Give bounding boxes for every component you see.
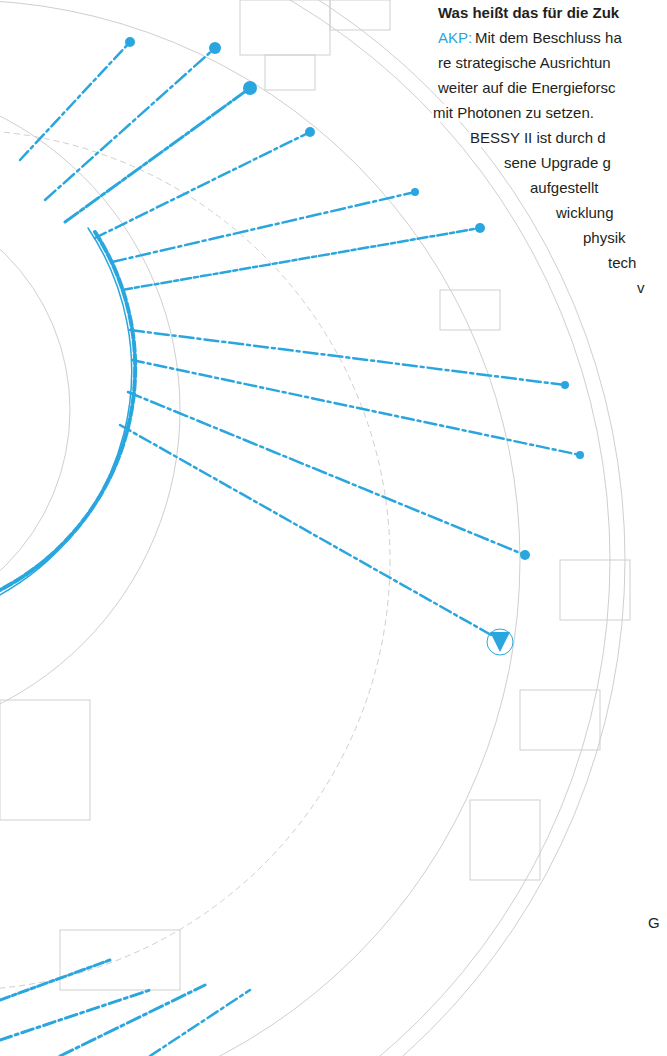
room <box>520 690 600 750</box>
endstation <box>411 188 419 196</box>
endstation <box>576 451 584 459</box>
body-line: aufgestellt <box>529 179 599 197</box>
endstation <box>487 629 513 655</box>
body-line: v <box>636 279 646 297</box>
beamline <box>95 132 310 238</box>
room <box>0 700 90 820</box>
storage-ring <box>0 228 132 598</box>
speaker-tag: AKP: <box>437 29 473 47</box>
room <box>240 0 330 55</box>
body-line: BESSY II ist durch d <box>469 129 607 147</box>
beamline <box>122 228 480 290</box>
hall-wall <box>0 0 625 1056</box>
body-line: tech <box>607 254 637 272</box>
beamline <box>130 330 565 385</box>
beamline <box>45 48 215 200</box>
room <box>265 55 315 90</box>
hall-ring <box>0 130 390 990</box>
endstation <box>490 632 510 652</box>
room <box>560 560 630 620</box>
body-line: sene Upgrade g <box>503 154 612 172</box>
beamline <box>132 360 580 455</box>
tunnel-wall <box>0 190 70 630</box>
room <box>60 930 180 990</box>
room <box>330 0 390 30</box>
tunnel-wall <box>0 80 180 740</box>
endstation <box>305 127 315 137</box>
beamline <box>60 985 205 1056</box>
beamline <box>120 425 500 640</box>
endstation <box>561 381 569 389</box>
endstation <box>520 550 530 560</box>
storage-ring <box>0 232 135 590</box>
endstation <box>209 42 221 54</box>
body-line: mit Photonen zu setzen. <box>432 104 595 122</box>
heading: Was heißt das für die Zuk <box>437 4 620 22</box>
room <box>470 800 540 880</box>
beamline <box>150 990 250 1056</box>
beamlines <box>0 42 580 1056</box>
beamline <box>0 960 110 1000</box>
room <box>440 290 500 330</box>
body-line: Mit dem Beschluss ha <box>474 29 623 47</box>
building-outline <box>0 0 630 1056</box>
beamline <box>20 42 130 160</box>
beamline <box>0 990 150 1040</box>
endstation <box>475 223 485 233</box>
beamline <box>65 88 250 222</box>
body-line: G <box>647 914 661 932</box>
endstation <box>243 81 257 95</box>
hall-ring <box>0 0 520 1056</box>
beamline <box>128 392 525 555</box>
body-line: wicklung <box>555 204 615 222</box>
body-line: weiter auf die Energieforsc <box>437 79 617 97</box>
endstation <box>125 37 135 47</box>
beamline <box>112 192 415 262</box>
body-line: re strategische Ausrichtun <box>437 54 612 72</box>
body-line: physik <box>582 229 627 247</box>
